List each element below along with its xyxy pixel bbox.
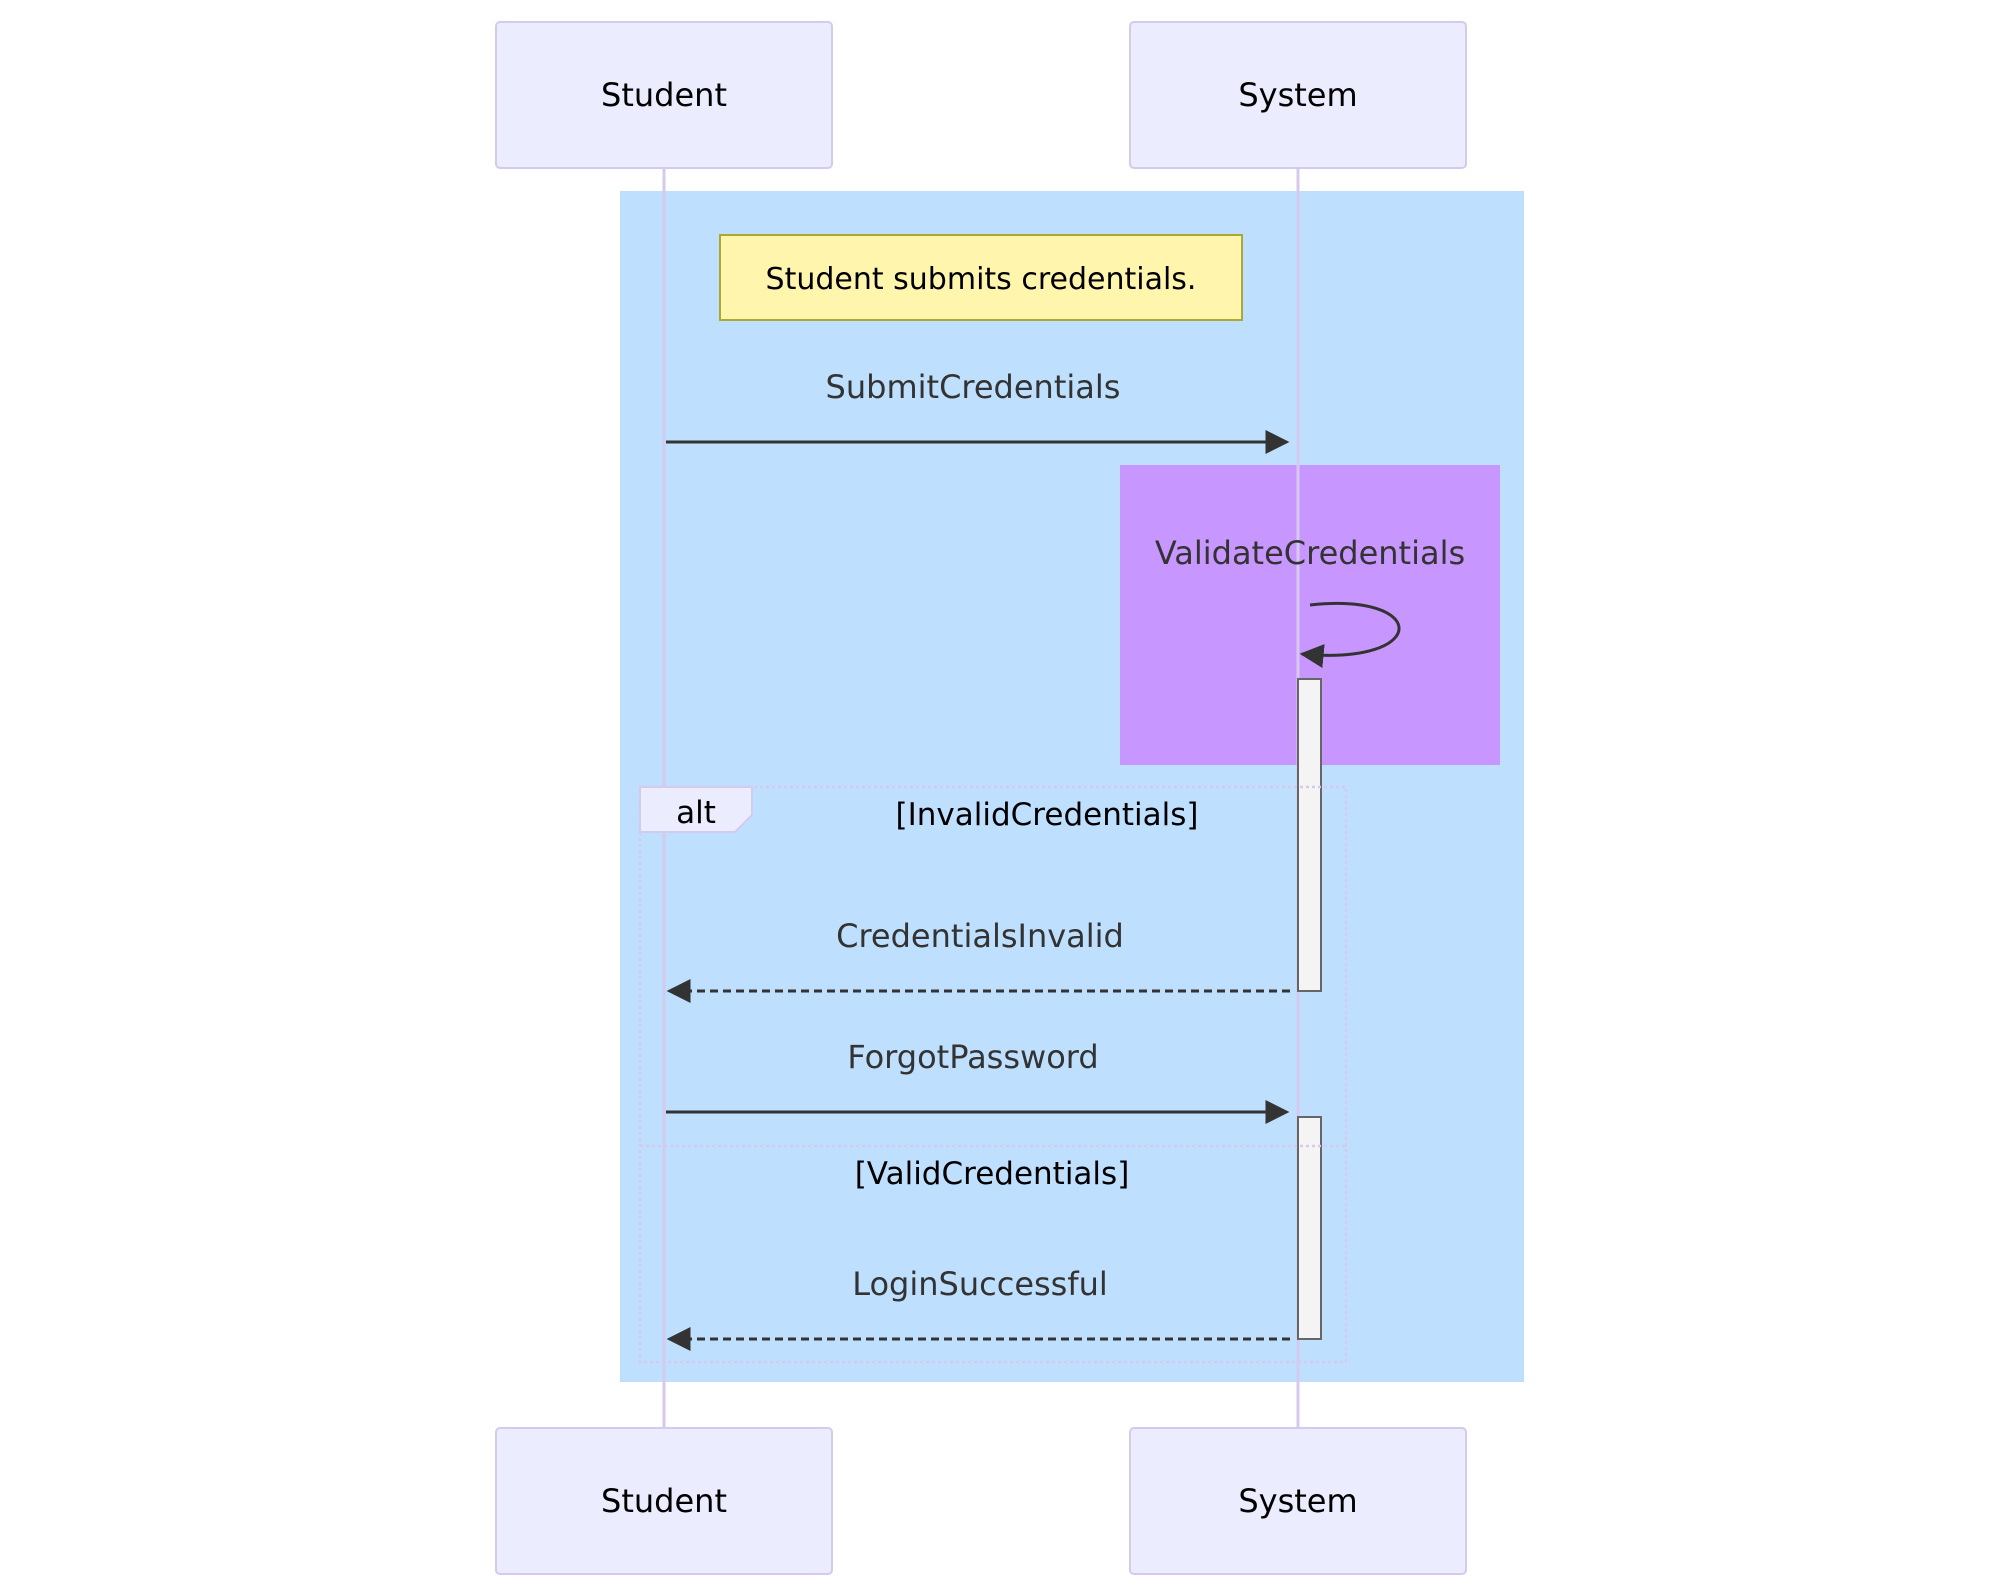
alt-keyword: alt	[676, 795, 716, 831]
note: Student submits credentials.	[719, 234, 1243, 321]
message-submit-label: SubmitCredentials	[826, 368, 1121, 406]
participant-student-top: Student	[495, 21, 833, 169]
alt-condition-invalid: [InvalidCredentials]	[896, 797, 1199, 833]
note-text: Student submits credentials.	[766, 262, 1197, 297]
activation-bar-2	[1297, 1116, 1322, 1340]
participant-system-bottom: System	[1129, 1427, 1467, 1575]
participant-system-label: System	[1238, 76, 1357, 114]
alt-condition-valid: [ValidCredentials]	[855, 1156, 1130, 1192]
alt-frame	[638, 785, 1348, 1364]
message-validate-arrow	[1299, 602, 1401, 668]
participant-student-bottom-label: Student	[601, 1482, 727, 1520]
message-success-label: LoginSuccessful	[852, 1265, 1108, 1303]
activation-bar-1	[1297, 678, 1322, 992]
message-forgot-label: ForgotPassword	[847, 1038, 1098, 1076]
participant-student-bottom: Student	[495, 1427, 833, 1575]
message-validate-label: ValidateCredentials	[1155, 534, 1465, 572]
participant-system-top: System	[1129, 21, 1467, 169]
participant-student-label: Student	[601, 76, 727, 114]
message-invalid-label: CredentialsInvalid	[836, 917, 1124, 955]
participant-system-bottom-label: System	[1238, 1482, 1357, 1520]
